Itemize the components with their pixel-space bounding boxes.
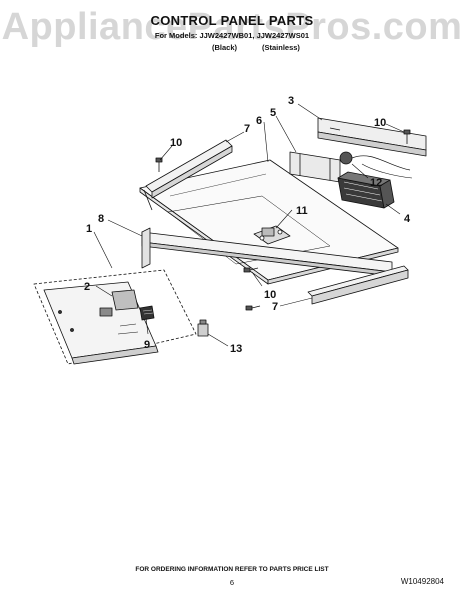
duct-bracket — [289, 151, 341, 183]
callout-6: 6 — [256, 115, 262, 127]
latch-assembly — [339, 151, 413, 179]
callout-1: 1 — [86, 223, 92, 235]
callout-13: 13 — [230, 343, 242, 355]
callout-7a: 7 — [244, 123, 250, 135]
callout-7b: 7 — [272, 301, 278, 313]
callout-5: 5 — [270, 107, 276, 119]
page-number: 6 — [229, 578, 235, 587]
display-module — [99, 289, 139, 317]
ordering-note: FOR ORDERING INFORMATION REFER TO PARTS … — [135, 566, 329, 573]
callout-2: 2 — [84, 281, 90, 293]
callout-4: 4 — [404, 213, 411, 225]
callout-10c: 10 — [264, 289, 276, 301]
side-rail-lower — [307, 265, 409, 305]
cooling-fan — [337, 171, 395, 209]
screw-icon — [155, 157, 163, 172]
models-line: For Models: JJW2427WB01, JJW2427WS01 — [154, 31, 310, 40]
callout-3: 3 — [288, 95, 294, 107]
side-rail-upper — [143, 139, 233, 211]
fan-motor-bracket — [253, 225, 291, 245]
callout-11: 11 — [296, 205, 308, 217]
callout-8: 8 — [98, 213, 104, 225]
control-clip — [139, 305, 155, 321]
callout-12: 12 — [370, 177, 382, 189]
rear-panel — [317, 117, 427, 157]
thermal-switch — [197, 319, 209, 337]
callout-10a: 10 — [170, 137, 182, 149]
screws — [155, 129, 411, 311]
variant-black-label: (Black) — [212, 43, 238, 52]
callout-9: 9 — [144, 339, 150, 351]
callout-10b: 10 — [374, 117, 386, 129]
control-panel-assembly — [33, 269, 197, 365]
screw-icon — [245, 305, 261, 311]
variant-stainless-label: (Stainless) — [262, 43, 300, 52]
document-number: W10492804 — [400, 577, 444, 586]
page-title: CONTROL PANEL PARTS — [150, 13, 314, 28]
watermark: AppliancePartsPros.com — [1, 6, 463, 48]
screw-icon — [243, 267, 259, 273]
